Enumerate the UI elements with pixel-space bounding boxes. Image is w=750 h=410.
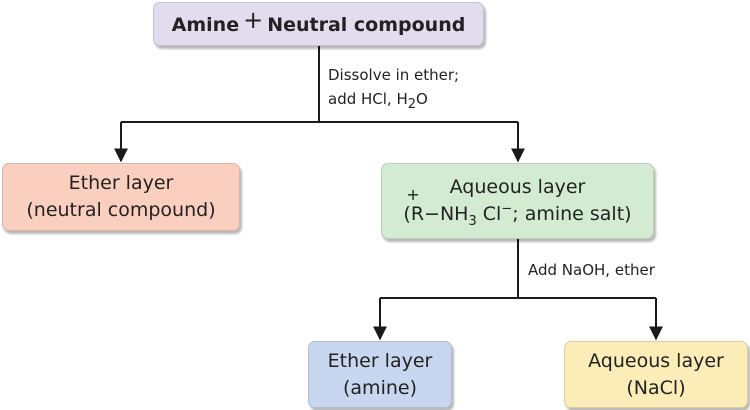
amine-salt-text: ; amine salt) (512, 203, 632, 225)
step-1-reagents: add HCl, H (328, 90, 408, 108)
ether-layer-neutral-box: Ether layer (neutral compound) (2, 163, 240, 231)
aqueous-layer-nacl-box: Aqueous layer (NaCl) (564, 341, 748, 408)
amine-text: Amine (171, 13, 240, 36)
start-mixture-label: Amine+Neutral compound (171, 6, 466, 39)
step-1-instructions: Dissolve in ether; add HCl, H2O (328, 63, 459, 111)
chloride-charge: − (501, 201, 513, 217)
water-subscript: 2 (407, 97, 417, 112)
ammonium-subscript: 3 (468, 213, 477, 229)
step-1-line-2: add HCl, H2O (328, 87, 459, 111)
chloride-text: Cl (476, 203, 502, 225)
aqueous-layer-1-title: Aqueous layer (449, 176, 586, 198)
water-oxygen: O (416, 90, 428, 108)
start-mixture-box: Amine+Neutral compound (153, 2, 484, 46)
ammonium-charge: + (406, 185, 420, 204)
ether-layer-1-contents: (neutral compound) (26, 199, 216, 221)
ether-layer-2-contents: (amine) (343, 376, 417, 399)
ether-layer-amine-box: Ether layer (amine) (308, 341, 452, 408)
step-2-instructions: Add NaOH, ether (528, 258, 655, 282)
step-1-line-1: Dissolve in ether; (328, 66, 460, 84)
plus-sign: + (243, 5, 264, 34)
ether-layer-2-title: Ether layer (327, 349, 433, 372)
aqueous-layer-1-contents: +(R−NH3 Cl−; amine salt) (403, 187, 632, 229)
step-2-line: Add NaOH, ether (528, 261, 655, 279)
neutral-compound-text: Neutral compound (267, 13, 466, 36)
aqueous-layer-2-title: Aqueous layer (588, 349, 724, 372)
aqueous-layer-2-contents: (NaCl) (626, 376, 686, 399)
aqueous-layer-amine-salt-box: Aqueous layer +(R−NH3 Cl−; amine salt) (381, 163, 654, 239)
ammonium-formula: (R−NH (403, 203, 469, 225)
ether-layer-1-title: Ether layer (68, 172, 174, 194)
